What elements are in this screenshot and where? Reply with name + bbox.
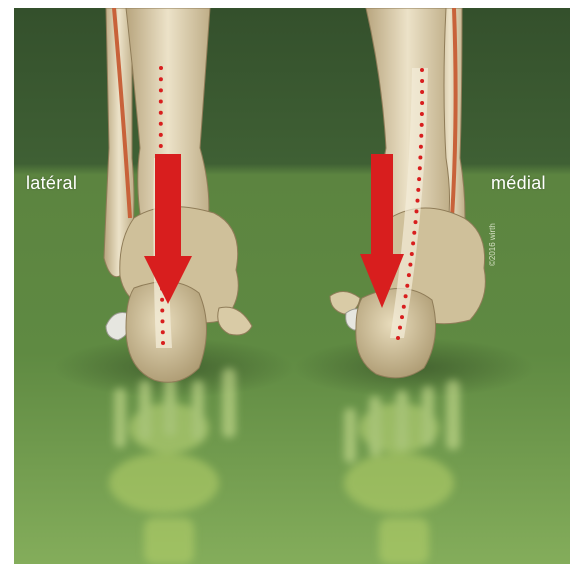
axis-dot — [411, 241, 415, 245]
axis-dot — [160, 309, 164, 313]
axis-dot — [161, 341, 165, 345]
axis-dot — [420, 112, 424, 116]
axis-dot — [402, 305, 406, 309]
axis-dot — [415, 209, 419, 213]
axis-dot — [159, 111, 163, 115]
axis-dot — [159, 66, 163, 70]
label-medial: médial — [491, 173, 546, 194]
ankle-alignment-illustration — [14, 8, 570, 564]
axis-dot — [412, 231, 416, 235]
axis-dot — [161, 319, 165, 323]
axis-dot — [396, 336, 400, 340]
axis-dot — [405, 284, 409, 288]
axis-dot — [159, 88, 163, 92]
axis-dot — [159, 122, 163, 126]
axis-dot — [408, 263, 412, 267]
axis-dot — [420, 123, 424, 127]
axis-dot — [159, 133, 163, 137]
axis-dot — [416, 188, 420, 192]
axis-dot — [418, 166, 422, 170]
axis-dot — [418, 156, 422, 160]
axis-dot — [159, 77, 163, 81]
axis-dot — [159, 100, 163, 104]
axis-dot — [159, 144, 163, 148]
axis-dot — [410, 252, 414, 256]
axis-dot — [420, 101, 424, 105]
axis-dot — [407, 273, 411, 277]
axis-dot — [398, 326, 402, 330]
copyright-notice: ©2016 wirth — [488, 223, 497, 266]
axis-dot — [419, 134, 423, 138]
axis-dot — [160, 298, 164, 302]
background — [14, 8, 570, 564]
label-lateral: latéral — [26, 173, 77, 194]
axis-dot — [416, 199, 420, 203]
axis-dot — [419, 145, 423, 149]
axis-dot — [414, 220, 418, 224]
axis-dot — [400, 315, 404, 319]
axis-dot — [420, 90, 424, 94]
axis-dot — [417, 177, 421, 181]
axis-dot — [161, 330, 165, 334]
axis-dot — [420, 79, 424, 83]
axis-dot — [420, 68, 424, 72]
axis-dot — [404, 294, 408, 298]
